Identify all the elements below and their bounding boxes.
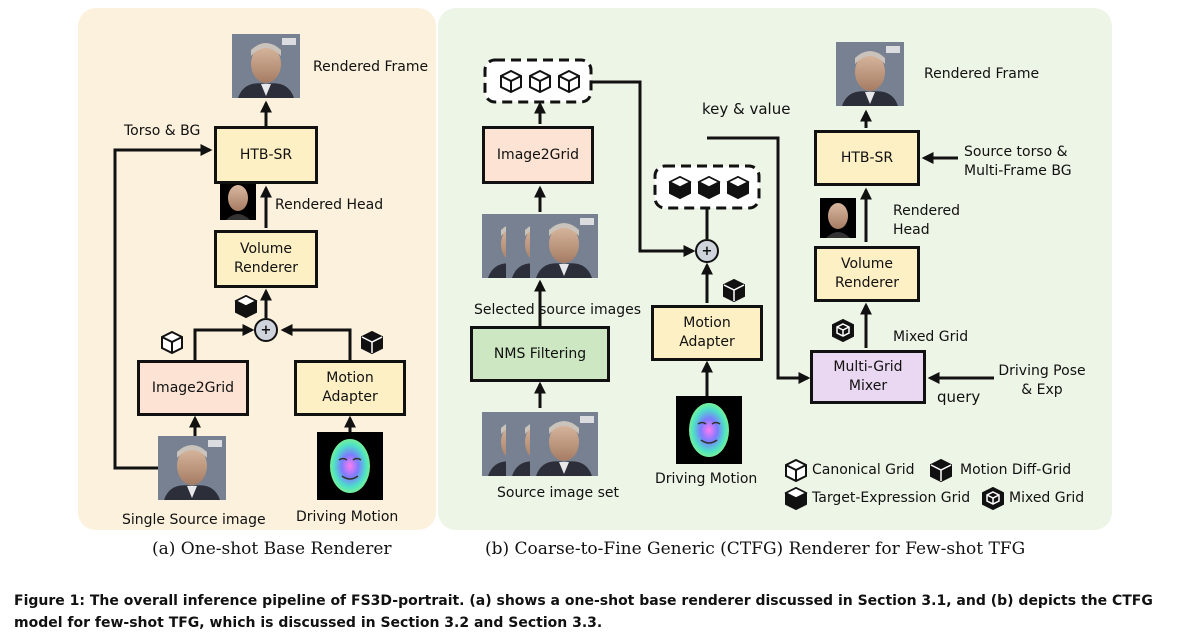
source-torso-label: Source torso & Multi-Frame BG (964, 144, 1072, 179)
rendered-head-label: Rendered Head (275, 197, 384, 213)
legend-canonical: Canonical Grid (812, 462, 915, 478)
canonical-grid-icon (500, 70, 522, 93)
legend-mixed: Mixed Grid (1009, 490, 1085, 506)
canonical-grid-icon (161, 331, 183, 354)
panel-b-background (438, 8, 1112, 530)
motion-diff-grid-icon (723, 279, 745, 302)
nms-filtering-box: NMS Filtering (470, 326, 610, 382)
rendered-head-image (220, 180, 256, 220)
htb-sr-box: HTB-SR (814, 130, 920, 186)
driving-motion-mask (316, 431, 384, 501)
source-image-set (482, 412, 598, 476)
volume-renderer-box: Volume Renderer (814, 246, 920, 302)
htb-sr-box: HTB-SR (214, 126, 318, 184)
image2grid-box: Image2Grid (482, 126, 594, 184)
single-source-image (158, 436, 226, 500)
driving-motion-mask (675, 395, 743, 465)
rendered-head-label: Rendered Head (893, 203, 961, 238)
rendered-frame-image (232, 34, 300, 98)
target-expression-grid-icon (698, 176, 720, 199)
key-value-label: key & value (702, 100, 791, 118)
image2grid-box: Image2Grid (137, 360, 249, 416)
caption-panel-a: (a) One-shot Base Renderer (152, 539, 392, 559)
legend-motion-diff: Motion Diff-Grid (960, 462, 1072, 478)
selected-source-label: Selected source images (474, 302, 641, 318)
merge-plus-icon: + (254, 318, 278, 342)
motion-diff-grid-icon (361, 331, 383, 354)
mixed-grid-label: Mixed Grid (893, 329, 969, 345)
canonical-grid-icon (558, 70, 580, 93)
merge-plus-icon: + (695, 239, 719, 263)
driving-motion-label: Driving Motion (296, 509, 399, 525)
volume-renderer-box: Volume Renderer (214, 230, 318, 288)
source-set-label: Source image set (497, 485, 619, 501)
rendered-frame-label: Rendered Frame (313, 59, 429, 75)
motion-adapter-box: Motion Adapter (651, 305, 763, 361)
caption-panel-b: (b) Coarse-to-Fine Generic (CTFG) Render… (485, 539, 1026, 559)
mixed-grid-icon (832, 319, 854, 342)
rendered-frame-label: Rendered Frame (924, 66, 1040, 82)
driving-pose-label: Driving Pose & Exp (998, 363, 1086, 398)
rendered-frame-image (836, 42, 904, 106)
target-expression-grid-icon (669, 176, 691, 199)
motion-diff-grid-icon (930, 459, 952, 482)
legend-target-expression: Target-Expression Grid (812, 490, 971, 506)
selected-source-images (482, 214, 598, 278)
rendered-head-image (820, 198, 856, 238)
target-expression-grid-icon (727, 176, 749, 199)
target-expression-grid-icon (235, 295, 257, 318)
multi-grid-mixer-box: Multi-Grid Mixer (810, 350, 926, 404)
canonical-grid-icon (529, 70, 551, 93)
target-expression-grid-icon (785, 487, 807, 510)
canonical-grid-icon (785, 459, 807, 482)
mixed-grid-icon (982, 487, 1004, 510)
figure-caption: Figure 1: The overall inference pipeline… (14, 593, 1153, 631)
query-label: query (937, 388, 981, 406)
single-source-label: Single Source image (122, 512, 266, 528)
driving-motion-label: Driving Motion (655, 471, 758, 487)
motion-adapter-box: Motion Adapter (294, 360, 406, 416)
torso-bg-label: Torso & BG (124, 123, 201, 139)
